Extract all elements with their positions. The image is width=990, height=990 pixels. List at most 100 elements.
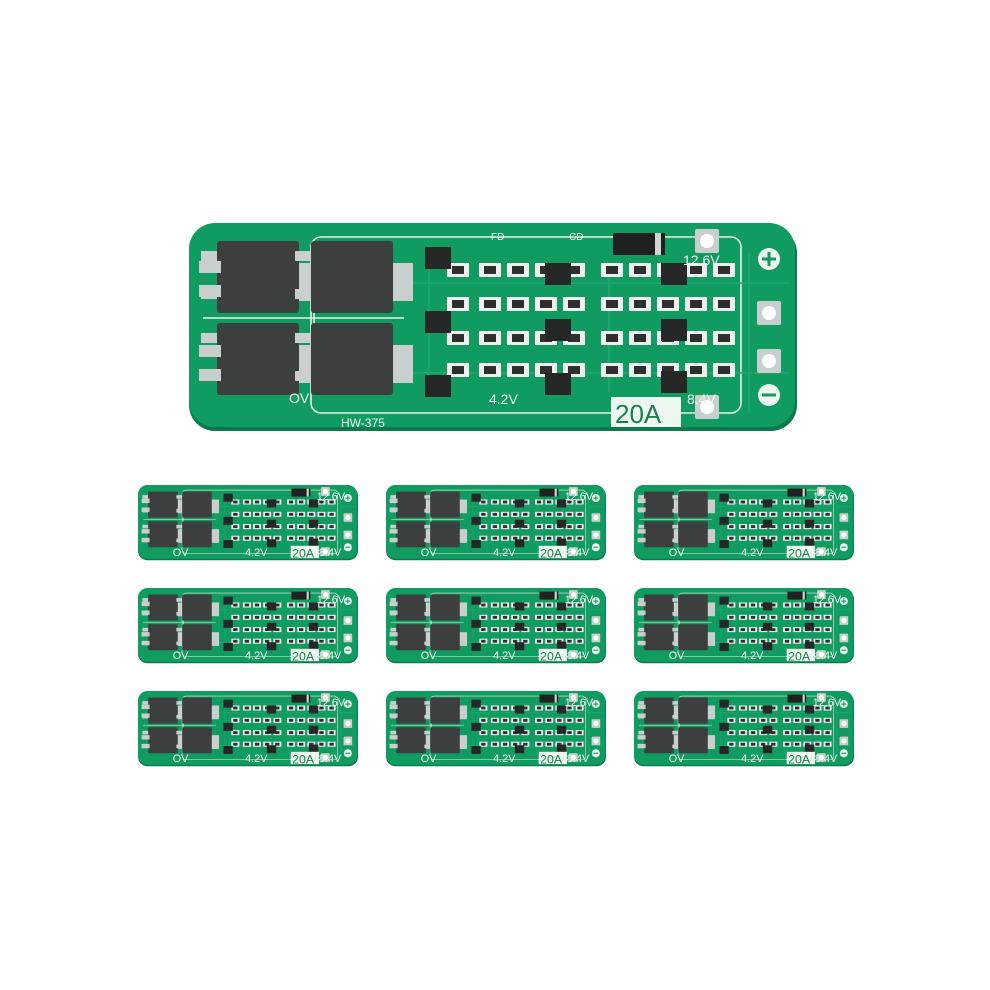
current-rating-plate xyxy=(786,751,815,765)
mounting-hole xyxy=(593,532,599,538)
smd-marking xyxy=(750,639,756,643)
smd-marking xyxy=(288,628,294,632)
mosfet-tab xyxy=(459,705,468,720)
smd-marking xyxy=(771,742,776,746)
smd-marking xyxy=(805,742,810,746)
smd-marking xyxy=(492,639,498,643)
smd-marking xyxy=(825,628,830,632)
mosfet-lead xyxy=(424,495,431,499)
mosfet-tab xyxy=(673,735,682,749)
edge-pad xyxy=(637,601,646,607)
smd-marking xyxy=(729,706,734,710)
smd-marking xyxy=(536,731,542,735)
diode-band xyxy=(802,694,805,703)
sot-ic xyxy=(266,539,277,548)
smd-marking xyxy=(513,512,518,516)
label-cell3-voltage: 12.6V xyxy=(813,594,842,606)
smd-marking xyxy=(329,628,334,632)
mosfet-chip xyxy=(396,624,426,651)
edge-pad xyxy=(389,735,398,740)
smd-marking xyxy=(761,615,766,619)
smd-marking xyxy=(729,718,734,722)
label-zero-volt: OV xyxy=(289,390,310,406)
sot-ic xyxy=(762,745,773,754)
smd-marking xyxy=(275,731,280,735)
sot-ic xyxy=(719,746,729,754)
smd-marking xyxy=(275,525,280,529)
label-current-rating: 20A xyxy=(615,399,662,429)
smd-marking xyxy=(523,615,528,619)
smd-marking xyxy=(329,615,334,619)
smd-marking xyxy=(718,266,730,274)
sot-ic xyxy=(223,722,233,731)
smd-marking xyxy=(523,742,528,746)
smd-marking xyxy=(244,603,250,607)
label-cell3-voltage: 12.6V xyxy=(683,252,720,268)
smd-marking xyxy=(825,536,830,540)
mounting-hole xyxy=(570,591,576,598)
smd-marking xyxy=(299,615,304,619)
smd-marking xyxy=(329,731,334,735)
smd-marking xyxy=(771,628,776,632)
smd-marking xyxy=(244,718,250,722)
smd-marking xyxy=(329,536,334,540)
smd-marking xyxy=(547,615,552,619)
mosfet-chip xyxy=(644,697,674,724)
sot-ic xyxy=(223,619,233,628)
label-cell1-voltage: 4.2V xyxy=(741,547,764,559)
plus-icon xyxy=(593,701,599,707)
sot-ic xyxy=(719,722,729,731)
smd-marking xyxy=(233,731,238,735)
smd-marking xyxy=(740,603,746,607)
smd-marking xyxy=(577,536,582,540)
smd-marking xyxy=(299,536,304,540)
smd-marking xyxy=(275,500,280,504)
edge-pad xyxy=(141,529,150,534)
label-cell1-voltage: 4.2V xyxy=(493,753,516,765)
mosfet-tab xyxy=(707,499,716,514)
mosfet-chip xyxy=(678,521,708,548)
smd-marking xyxy=(567,525,572,529)
mounting-hole xyxy=(345,515,351,521)
smd-marking xyxy=(567,500,572,504)
edge-pad xyxy=(389,713,398,718)
smd-marking xyxy=(481,525,486,529)
smd-marking xyxy=(254,500,260,504)
smd-marking xyxy=(502,718,508,722)
current-rating-plate xyxy=(290,648,319,662)
sot-ic xyxy=(514,705,525,714)
smd-marking xyxy=(690,266,702,274)
edge-pad xyxy=(389,743,398,749)
smd-marking xyxy=(729,603,734,607)
label-cell1-voltage: 4.2V xyxy=(493,650,516,662)
mosfet-lead xyxy=(390,701,397,705)
mosfet-tab xyxy=(211,529,220,543)
pcb-board-large-svg: OV HW-375 4.2V 20A 8.4V 12.6V FD CD xyxy=(189,223,797,431)
smd-marking xyxy=(557,718,562,722)
smd-marking xyxy=(254,525,260,529)
mosfet-chip xyxy=(678,594,708,621)
mosfet-lead xyxy=(672,744,679,749)
label-cell1-voltage: 4.2V xyxy=(741,753,764,765)
mosfet-chip xyxy=(182,624,212,651)
current-rating-plate xyxy=(786,545,815,559)
smd-marking xyxy=(299,731,304,735)
smd-marking xyxy=(540,300,552,308)
smd-marking xyxy=(481,706,486,710)
smd-marking xyxy=(815,525,820,529)
sot-ic xyxy=(308,519,319,528)
smd-marking xyxy=(275,603,280,607)
smd-marking xyxy=(547,536,552,540)
diode-band xyxy=(655,233,661,255)
smd-marking xyxy=(815,742,820,746)
smd-marking xyxy=(523,628,528,632)
smd-marking xyxy=(729,639,734,643)
smd-marking xyxy=(481,615,486,619)
mosfet-chip xyxy=(396,727,426,754)
silk-frame xyxy=(429,695,587,761)
smd-marking xyxy=(452,300,464,308)
smd-marking xyxy=(662,366,674,374)
mounting-hole xyxy=(841,738,847,744)
